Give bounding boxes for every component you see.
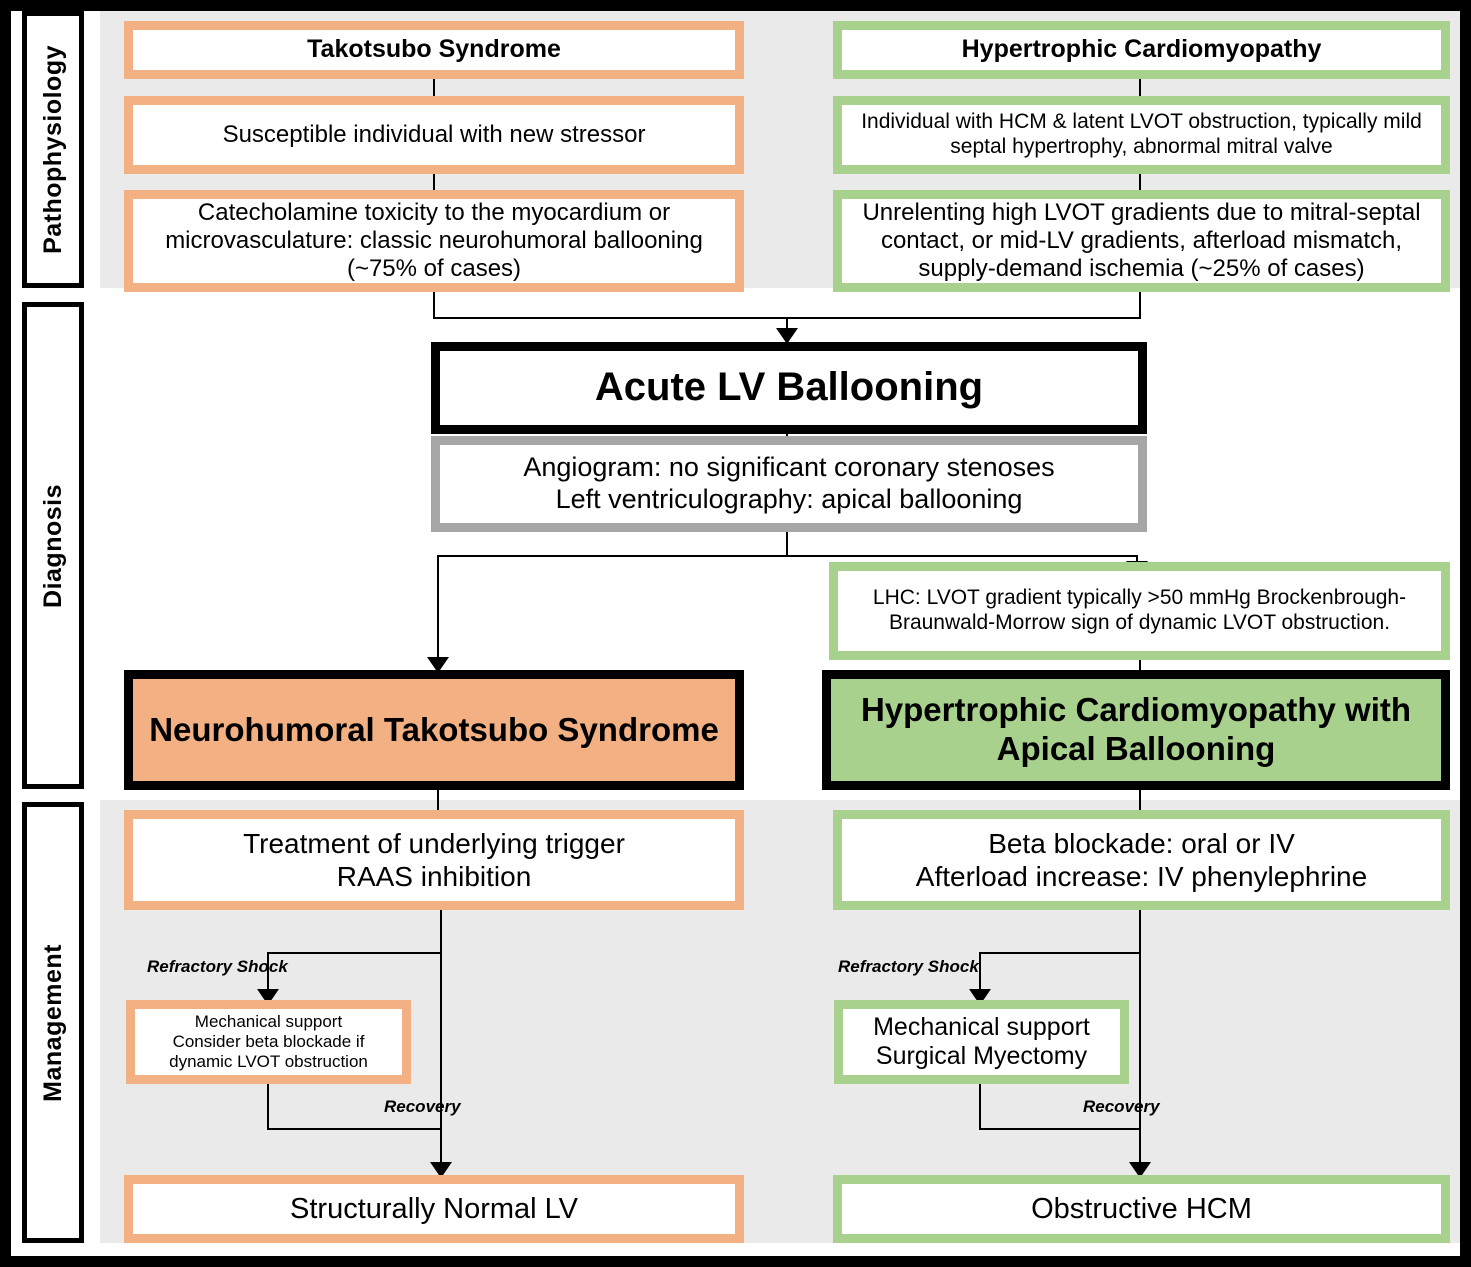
mgmt-left-treatment-text: Treatment of underlying trigger RAAS inh… [133,825,735,895]
connector-hcm-1 [1139,79,1141,96]
mgmt-right-shock-text: Mechanical support Surgical Myectomy [843,1011,1120,1074]
mgmt-left-shock-line-1: Mechanical support [194,1011,343,1031]
split-stem [786,532,788,556]
mgmt-right-shock-down [979,952,981,994]
section-label-pathophysiology-text: Pathophysiology [38,45,67,254]
mgmt-left-shock-line-2: Consider beta blockade if [172,1031,365,1051]
mgmt-left-shock-box: Mechanical support Consider beta blockad… [126,1000,411,1084]
mgmt-right-outcome-text: Obstructive HCM [1031,1192,1252,1225]
mgmt-left-shock-horizontal [267,952,442,954]
mgmt-left-recovery-label: Recovery [384,1097,461,1116]
mgmt-right-loop-horizontal [979,1128,1141,1130]
mgmt-right-outcome-box: Obstructive HCM [833,1175,1450,1243]
mgmt-left-treatment-line-2: RAAS inhibition [336,861,532,892]
hcm-title-box: Hypertrophic Cardiomyopathy [833,21,1450,79]
acute-lv-ballooning-box: Acute LV Ballooning [431,342,1147,434]
mgmt-right-treatment-line-1: Beta blockade: oral or IV [988,827,1295,859]
takotsubo-step2-box: Catecholamine toxicity to the myocardium… [124,190,744,292]
mgmt-left-loop-down [267,1084,269,1129]
workup-line-1: Angiogram: no significant coronary steno… [523,452,1055,483]
mgmt-right-shock-box: Mechanical support Surgical Myectomy [834,1000,1129,1084]
lhc-text: LHC: LVOT gradient typically >50 mmHg Br… [872,586,1407,634]
section-label-diagnosis-text: Diagnosis [38,483,67,608]
workup-text: Angiogram: no significant coronary steno… [440,450,1138,518]
workup-box: Angiogram: no significant coronary steno… [431,436,1147,532]
split-left-arrowhead [427,657,449,673]
mgmt-left-treatment-line-1: Treatment of underlying trigger [243,827,625,859]
hcm-step1-text: Individual with HCM & latent LVOT obstru… [861,110,1422,158]
mgmt-right-shock-line-2: Surgical Myectomy [875,1042,1088,1070]
split-right-down [1136,555,1138,565]
mgmt-right-shock-line-1: Mechanical support [873,1012,1090,1041]
merge-down-stem [786,317,788,332]
mgmt-right-treatment-text: Beta blockade: oral or IV Afterload incr… [842,825,1441,895]
takotsubo-step1-box: Susceptible individual with new stressor [124,96,744,174]
result-takotsubo-box: Neurohumoral Takotsubo Syndrome [124,670,744,790]
mgmt-right-recovery-stem [1139,952,1141,1167]
section-label-pathophysiology: Pathophysiology [22,11,84,288]
result-hcm-box: Hypertrophic Cardiomyopathy with Apical … [822,670,1450,790]
hcm-title-text: Hypertrophic Cardiomyopathy [961,35,1322,64]
result-hcm-text: Hypertrophic Cardiomyopathy with Apical … [860,691,1412,767]
merge-left-stem [433,292,435,318]
split-left-down [437,555,439,660]
split-horizontal [437,555,1137,557]
mgmt-right-main-stem [1139,910,1141,954]
takotsubo-step2-text: Catecholamine toxicity to the myocardium… [165,198,703,283]
result-takotsubo-text: Neurohumoral Takotsubo Syndrome [149,710,719,748]
mgmt-right-shock-label: Refractory Shock [838,957,979,976]
hcm-step2-text: Unrelenting high LVOT gradients due to m… [862,198,1421,283]
mgmt-left-shock-label: Refractory Shock [147,957,288,976]
mgmt-left-main-stem [440,910,442,954]
connector-result-right-down [1139,790,1141,810]
connector-lhc-to-result [1139,660,1141,676]
lhc-box: LHC: LVOT gradient typically >50 mmHg Br… [829,562,1450,660]
connector-result-left-down [437,790,439,810]
mgmt-left-treatment-box: Treatment of underlying trigger RAAS inh… [124,810,744,910]
mgmt-right-shock-horizontal [979,952,1141,954]
mgmt-right-recovery-label: Recovery [1083,1097,1160,1116]
hcm-step1-box: Individual with HCM & latent LVOT obstru… [833,96,1450,174]
hcm-step2-box: Unrelenting high LVOT gradients due to m… [833,190,1450,292]
acute-lv-ballooning-text: Acute LV Ballooning [594,365,984,410]
mgmt-left-shock-down [267,952,269,994]
merge-arrowhead [776,328,798,344]
takotsubo-title-text: Takotsubo Syndrome [307,35,561,64]
mgmt-left-shock-text: Mechanical support Consider beta blockad… [135,1010,402,1074]
mgmt-left-recovery-stem [440,952,442,1167]
mgmt-right-recovery-arrowhead [1129,1162,1151,1178]
mgmt-left-recovery-arrowhead [430,1162,452,1178]
mgmt-left-outcome-text: Structurally Normal LV [290,1192,578,1225]
connector-takotsubo-1 [433,79,435,96]
takotsubo-title-box: Takotsubo Syndrome [124,21,744,79]
mgmt-right-loop-down [979,1084,981,1129]
section-label-management-text: Management [38,943,67,1102]
workup-line-2: Left ventriculography: apical ballooning [555,484,1023,514]
mgmt-right-treatment-line-2: Afterload increase: IV phenylephrine [915,861,1368,892]
connector-to-workup [786,428,788,440]
mgmt-right-treatment-box: Beta blockade: oral or IV Afterload incr… [833,810,1450,910]
takotsubo-step1-text: Susceptible individual with new stressor [222,120,646,148]
merge-right-stem [1139,292,1141,318]
section-label-diagnosis: Diagnosis [22,302,84,789]
connector-takotsubo-2 [433,174,435,190]
mgmt-left-loop-horizontal [267,1128,442,1130]
connector-hcm-2 [1139,174,1141,190]
mgmt-left-outcome-box: Structurally Normal LV [124,1175,744,1243]
mgmt-left-shock-line-3: dynamic LVOT obstruction [169,1052,368,1072]
section-label-management: Management [22,802,84,1243]
